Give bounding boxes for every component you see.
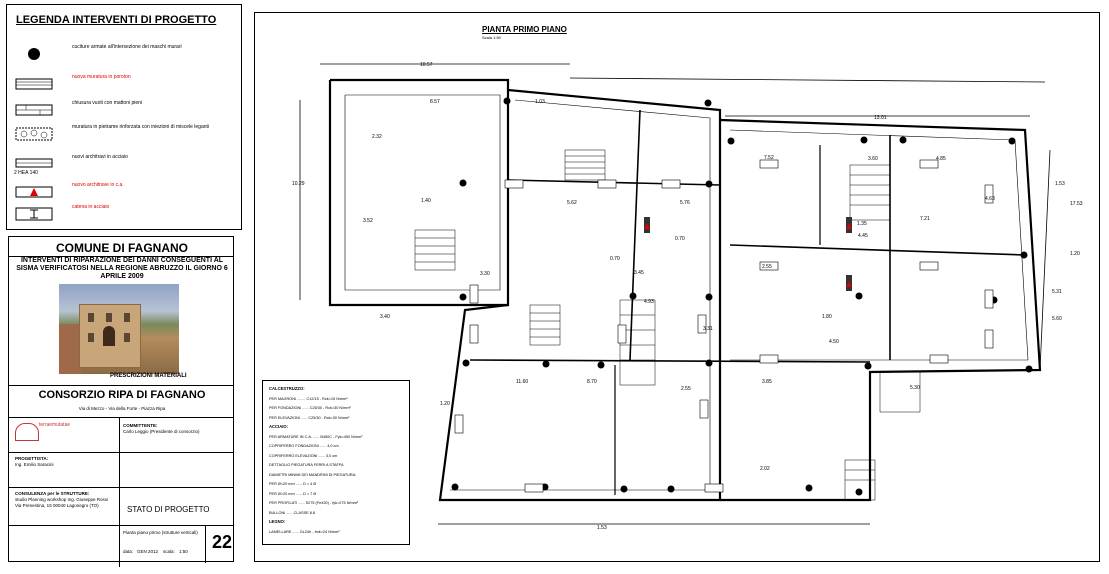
prescrizione-line: PER FONDAZIONI ...... C25/30 - Rck=30 N/… — [269, 406, 351, 410]
prescrizione-line: LAMELLARE ...... GL24h - fmk=24 N/mm² — [269, 530, 340, 534]
logo-text: terraemutatae — [39, 422, 71, 428]
logo-icon — [15, 423, 39, 441]
address-line: Via di Mezzo - Via della Forte - Piazza … — [78, 406, 166, 411]
prescrizione-text: PER FONDAZIONI ...... C25/30 - Rck=30 N/… — [269, 406, 351, 410]
brick-symbol-icon — [14, 102, 54, 118]
legend-item: nuova muratura in poroton — [14, 74, 234, 96]
legend-item: catena in acciaio — [14, 204, 234, 226]
prescrizione-line: ACCIAIO: — [269, 424, 289, 429]
legend-item-label: nuovi architravi in acciaio — [72, 154, 128, 160]
plan-frame — [254, 12, 1100, 562]
prescrizione-text: LAMELLARE ...... GL24h - fmk=24 N/mm² — [269, 529, 340, 534]
prescrizione-line: PER Ø>20 mm ...... D = 7 Ø — [269, 492, 316, 496]
prescrizione-heading: LEGNO: — [269, 519, 286, 524]
consulenza-label: CONSULENZA per le STRUTTURE: — [15, 491, 90, 496]
lintel-symbol-icon — [14, 156, 54, 172]
scala-label: scala: — [163, 549, 175, 554]
prescrizione-text: PER Ø<20 mm ...... D = 4 Ø — [269, 482, 317, 486]
prescrizione-text: PER MAGRONI ........ C12/15 - Rck=15 N/m… — [269, 396, 348, 401]
prescrizione-line: PER Ø<20 mm ...... D = 4 Ø — [269, 482, 316, 486]
data-label: data: — [123, 549, 134, 554]
prescrizione-line: LEGNO: — [269, 519, 286, 524]
committente-value: Carlo Leggio (Presidente di consorzio) — [123, 429, 200, 434]
prescrizione-text: DETTAGLIO PIEGATURA FERRI A STAFFA — [269, 463, 344, 467]
legend-title: LEGENDA INTERVENTI DI PROGETTO — [16, 14, 217, 26]
prescrizione-line: COPRIFERRO ELEVAZIONI ...... 3,0 cm — [269, 454, 337, 458]
prescrizioni-box: CALCESTRUZZO: PER MAGRONI ........ C12/15… — [262, 380, 410, 545]
legend-item: chiusura vuoti con mattoni pieni — [14, 100, 234, 122]
progettista-value: Ing. Emilio Saracini — [15, 462, 54, 467]
prescrizione-text: COPRIFERRO ELEVAZIONI ...... 3,0 cm — [269, 453, 338, 458]
prescrizione-heading: ACCIAIO: — [269, 424, 289, 429]
sheet-number: 22 — [212, 532, 233, 552]
legend-item: cuciture armate all'intersezione dei mas… — [14, 44, 234, 66]
committente-label: COMMITTENTE: — [123, 423, 158, 428]
building-photo — [59, 284, 179, 374]
prescrizione-text: PER PROFILATI ...... S275 (Fe430) - fyk=… — [269, 501, 359, 505]
project-description: INTERVENTI DI RIPARAZIONE DEI DANNI CONS… — [16, 257, 228, 280]
legend-item: muratura in pietrame rinforzata con inie… — [14, 124, 234, 146]
prescrizione-heading: CALCESTRUZZO: — [269, 386, 305, 391]
prescrizione-line: DIAMETRI MINIMI DEI MANDRINI DI PIEGATUR… — [269, 473, 356, 477]
consorzio-heading: CONSORZIO RIPA DI FAGNANO — [38, 389, 206, 401]
prescrizione-text: PER ARMATURE IN C.A. ...... B450C - Fyk=… — [269, 434, 363, 439]
legend-item-label: muratura in pietrame rinforzata con inie… — [72, 124, 210, 130]
plan-scale: Scala 1:50 — [482, 35, 501, 40]
legend-item: nuovi architravi in acciaio 2 HEA 140 — [14, 154, 234, 176]
comune-heading: COMUNE DI FAGNANO — [56, 241, 188, 255]
prescrizione-line: COPRIFERRO FONDAZIONI ...... 4,0 cm — [269, 444, 339, 448]
stato-progetto: STATO DI PROGETTO — [127, 505, 210, 514]
legend-item-label: nuovo architrave in c.a. — [72, 182, 124, 188]
legend-item-label: nuova muratura in poroton — [72, 74, 131, 80]
prescrizione-text: PER Ø>20 mm ...... D = 7 Ø — [269, 491, 317, 496]
legend-panel — [6, 4, 242, 230]
legend-item-label: chiusura vuoti con mattoni pieni — [72, 100, 143, 106]
prescrizione-line: PER MAGRONI ........ C12/15 - Rck=15 N/m… — [269, 397, 348, 401]
prescrizione-text: BULLONI ...... CLASSE 8.8 — [269, 510, 316, 515]
legend-item: nuovo architrave in c.a. — [14, 182, 234, 204]
prescrizione-line: PER ARMATURE IN C.A. ...... B450C - Fyk=… — [269, 435, 363, 439]
title-block: COMUNE DI FAGNANO INTERVENTI DI RIPARAZI… — [8, 236, 234, 567]
legend-item-label: catena in acciaio — [72, 204, 110, 210]
tie-symbol-icon — [14, 206, 54, 222]
legend-item-label: cuciture armate all'intersezione dei mas… — [72, 44, 182, 50]
prescrizione-line: BULLONI ...... CLASSE 8.8 — [269, 511, 315, 515]
consulenza-value: studio Planning workshop Ing. Giuseppe R… — [15, 497, 109, 508]
legend-item-sub: 2 HEA 140 — [14, 170, 38, 176]
prescrizione-line: DETTAGLIO PIEGATURA FERRI A STAFFA — [269, 463, 343, 467]
dot-symbol-icon — [14, 46, 54, 62]
hatch-symbol-icon — [14, 76, 54, 92]
prescrizioni-title: PRESCRIZIONI MATERIALI — [110, 373, 187, 379]
prescrizione-line: PER PROFILATI ...... S275 (Fe430) - fyk=… — [269, 501, 358, 505]
prescrizione-text: DIAMETRI MINIMI DEI MANDRINI DI PIEGATUR… — [269, 472, 357, 477]
prescrizione-text: PER ELEVAZIONI ...... C25/30 - Rck=30 N/… — [269, 415, 350, 420]
tavola-title: Pianta piano primo (strutture verticali) — [123, 530, 198, 535]
prescrizione-line: CALCESTRUZZO: — [269, 386, 305, 391]
stone-symbol-icon — [14, 126, 54, 142]
scala-value: 1:50 — [179, 549, 188, 554]
prescrizione-line: PER ELEVAZIONI ...... C25/30 - Rck=30 N/… — [269, 416, 349, 420]
plan-title: PIANTA PRIMO PIANO — [482, 25, 567, 34]
prescrizione-text: COPRIFERRO FONDAZIONI ...... 4,0 cm — [269, 444, 339, 448]
progettista-label: PROGETTISTA: — [15, 456, 49, 461]
ca-symbol-icon — [14, 184, 54, 200]
data-value: GEN 2012 — [137, 549, 159, 554]
